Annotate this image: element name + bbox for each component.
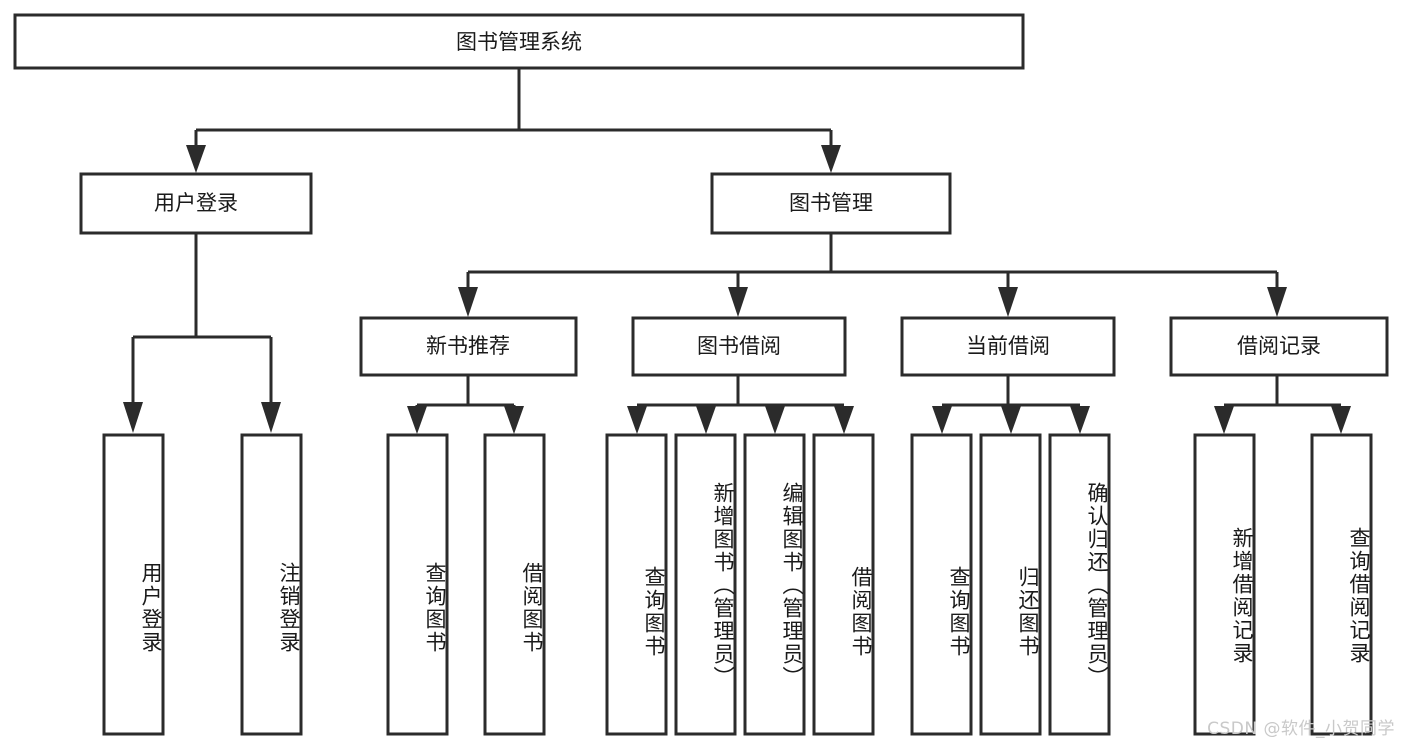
label-root: 图书管理系统 <box>456 30 582 54</box>
node-book-management[interactable] <box>710 172 952 235</box>
node-boxes <box>13 13 1389 736</box>
node-leaf-borrow-book-2[interactable] <box>812 433 875 736</box>
node-leaf-query-record[interactable] <box>1310 433 1373 736</box>
label-new-book-recommend: 新书推荐 <box>426 334 510 358</box>
arrow-head-leaf-borrow-book-1 <box>504 406 524 434</box>
arrow-head-leaf-query-record <box>1331 406 1351 434</box>
arrow-head-book-borrow <box>728 287 748 317</box>
arrow-head-leaf-query-book-1 <box>407 406 427 434</box>
arrow-head-current-borrow <box>998 287 1018 317</box>
connectors <box>123 68 1351 434</box>
node-labels-horizontal: 图书管理系统 用户登录 图书管理 新书推荐 图书借阅 当前借阅 借阅记录 <box>154 30 1321 358</box>
node-new-book-recommend[interactable] <box>359 316 578 377</box>
arrow-head-borrow-record <box>1267 287 1287 317</box>
node-user-login[interactable] <box>79 172 313 235</box>
node-leaf-query-book-3[interactable] <box>910 433 973 736</box>
arrow-head-new-book-recommend <box>458 287 478 317</box>
arrow-head-leaf-user-login <box>123 402 143 433</box>
arrow-head-leaf-borrow-book-2 <box>834 406 854 434</box>
arrow-head-leaf-confirm-return <box>1070 406 1090 434</box>
label-borrow-record: 借阅记录 <box>1237 334 1321 358</box>
node-current-borrow[interactable] <box>900 316 1116 377</box>
arrow-head-leaf-add-record <box>1214 406 1234 434</box>
node-book-borrow[interactable] <box>631 316 847 377</box>
node-leaf-borrow-book-1[interactable] <box>483 433 546 736</box>
node-leaf-user-login[interactable] <box>102 433 165 736</box>
node-root[interactable] <box>13 13 1025 70</box>
node-leaf-confirm-return[interactable] <box>1048 433 1111 736</box>
node-borrow-record[interactable] <box>1169 316 1389 377</box>
label-current-borrow: 当前借阅 <box>966 334 1050 358</box>
arrow-head-leaf-return-book <box>1001 406 1021 434</box>
label-user-login: 用户登录 <box>154 191 238 215</box>
arrow-head-leaf-logout <box>261 402 281 433</box>
arrow-head-leaf-query-book-2 <box>627 406 647 434</box>
arrow-head-leaf-add-book <box>696 406 716 434</box>
label-book-management: 图书管理 <box>789 191 873 215</box>
arrow-head-leaf-query-book-3 <box>932 406 952 434</box>
node-leaf-query-book-2[interactable] <box>605 433 668 736</box>
arrow-head-book-management <box>821 145 841 173</box>
node-leaf-return-book[interactable] <box>979 433 1042 736</box>
node-leaf-add-book[interactable] <box>674 433 737 736</box>
csdn-watermark: CSDN @软件_小贺同学 <box>1207 719 1395 739</box>
node-leaf-edit-book[interactable] <box>743 433 806 736</box>
arrow-head-user-login <box>186 145 206 173</box>
label-book-borrow: 图书借阅 <box>697 334 781 358</box>
node-leaf-logout[interactable] <box>240 433 303 736</box>
node-leaf-add-record[interactable] <box>1193 433 1256 736</box>
node-leaf-query-book-1[interactable] <box>386 433 449 736</box>
arrow-head-leaf-edit-book <box>765 406 785 434</box>
